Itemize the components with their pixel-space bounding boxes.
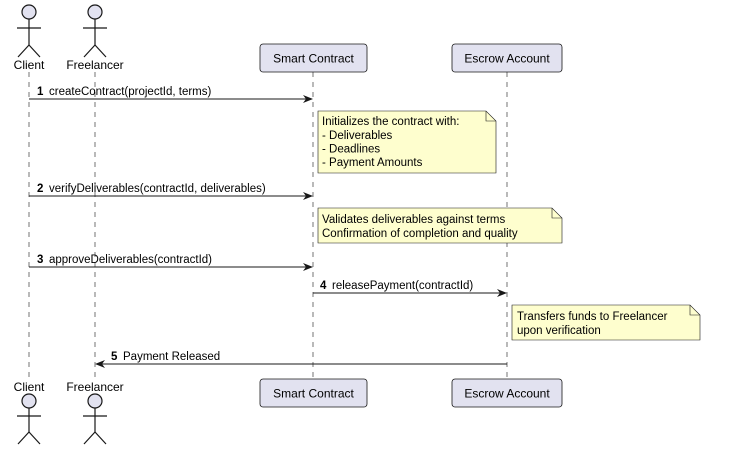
actor-head xyxy=(87,4,103,20)
arrowhead xyxy=(95,360,105,368)
note-2: Validates deliverables against terms Con… xyxy=(317,207,563,244)
message-number: 2 xyxy=(37,183,43,195)
actor-client-bottom xyxy=(17,393,41,445)
note-line: - Deliverables xyxy=(322,130,393,142)
message-label: approveDeliverables(contractId) xyxy=(49,254,212,266)
note-line: - Payment Amounts xyxy=(322,157,423,169)
participant-box-escrow-top xyxy=(451,43,563,73)
note-line: - Deadlines xyxy=(322,144,380,156)
message-5: 5 Payment Released xyxy=(95,351,507,368)
message-number: 4 xyxy=(320,280,327,292)
participant-label-smart-contract-bottom: Smart Contract xyxy=(273,387,354,401)
arrowhead xyxy=(303,192,313,200)
note-line: Confirmation of completion and quality xyxy=(322,228,518,240)
message-label: releasePayment(contractId) xyxy=(332,280,473,292)
participant-label-freelancer-bottom: Freelancer xyxy=(66,380,123,394)
participant-label-client-top: Client xyxy=(14,58,45,72)
note-3: Transfers funds to Freelancer upon verif… xyxy=(511,304,701,341)
participant-box-smart-contract-bottom xyxy=(259,378,368,408)
message-number: 5 xyxy=(111,351,118,363)
participant-label-smart-contract-top: Smart Contract xyxy=(273,52,354,66)
actor-head xyxy=(87,393,103,409)
message-number: 3 xyxy=(37,254,43,266)
note-line: Initializes the contract with: xyxy=(322,116,459,128)
message-label: verifyDeliverables(contractId, deliverab… xyxy=(49,183,266,195)
participant-box-escrow-bottom xyxy=(451,378,563,408)
participant-label-escrow-top: Escrow Account xyxy=(464,52,550,66)
actor-client-top xyxy=(17,4,41,58)
participant-box-smart-contract-top xyxy=(259,43,368,73)
arrowhead xyxy=(303,95,313,103)
note-line: Transfers funds to Freelancer xyxy=(517,311,668,323)
actor-freelancer-bottom xyxy=(83,393,107,445)
message-2: 2 verifyDeliverables(contractId, deliver… xyxy=(29,183,313,200)
message-label: createContract(projectId, terms) xyxy=(49,86,212,98)
participant-label-escrow-bottom: Escrow Account xyxy=(464,387,550,401)
message-number: 1 xyxy=(37,86,44,98)
participant-label-client-bottom: Client xyxy=(14,380,45,394)
note-1: Initializes the contract with: - Deliver… xyxy=(317,110,497,174)
actor-freelancer-top xyxy=(83,4,107,58)
message-label: Payment Released xyxy=(123,351,220,363)
arrowhead xyxy=(303,263,313,271)
participant-label-freelancer-top: Freelancer xyxy=(66,58,123,72)
actor-head xyxy=(21,393,37,409)
note-line: upon verification xyxy=(517,325,601,337)
actor-head xyxy=(21,4,37,20)
note-line: Validates deliverables against terms xyxy=(322,214,505,226)
message-3: 3 approveDeliverables(contractId) xyxy=(29,254,313,271)
arrowhead xyxy=(497,289,507,297)
message-4: 4 releasePayment(contractId) xyxy=(313,280,507,297)
message-1: 1 createContract(projectId, terms) xyxy=(29,86,313,103)
